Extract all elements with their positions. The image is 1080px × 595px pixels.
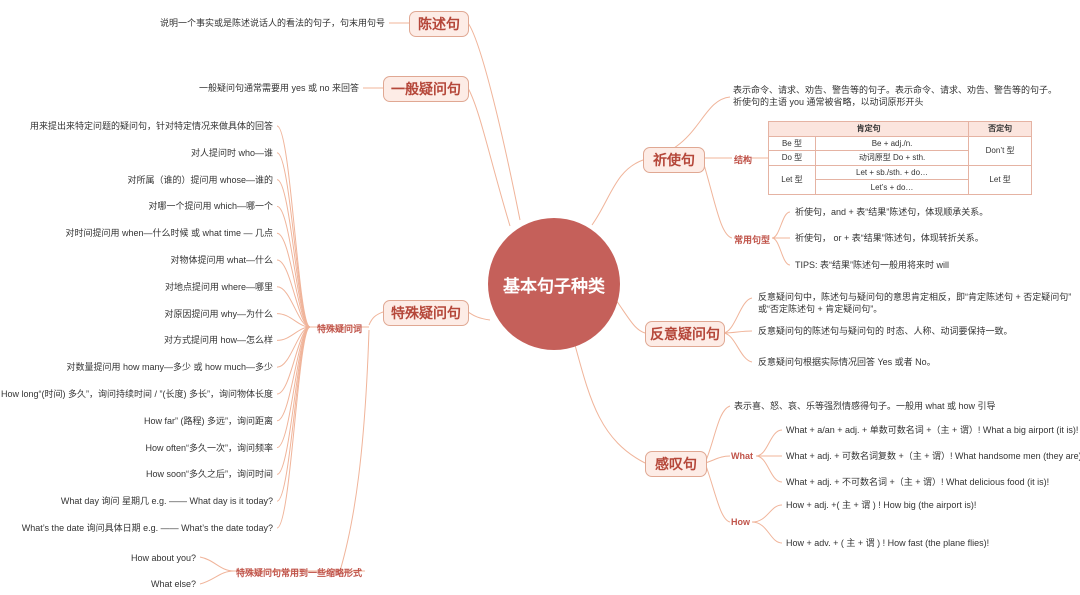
special-word-item: 对哪一个提问用 which—哪一个 xyxy=(148,201,273,212)
how-label: How xyxy=(731,517,750,527)
imperative-desc-1: 表示命令、请求、劝告、警告等的句子。表示命令、请求、劝告、警告等的句子。 xyxy=(733,85,1058,95)
special-word-item: How long“(时间) 多久”，询问持续时间 / ”(长度) 多长”，询问物… xyxy=(0,389,273,399)
special-word-item: How far” (路程) 多远”，询问距离 xyxy=(144,415,273,426)
special-word-item: What day 询问 星期几 e.g. —— What day is it t… xyxy=(60,496,273,507)
tag-question-item: 或“否定陈述句 + 肯定疑问句”。 xyxy=(758,304,883,314)
common-patterns-label: 常用句型 xyxy=(734,235,771,245)
general-question-node: 一般疑问句 xyxy=(383,76,469,102)
special-word-item: 对物体提问用 what—什么 xyxy=(170,255,273,265)
exclamation-desc: 表示喜、怒、哀、乐等强烈情感得句子。一般用 what 或 how 引导 xyxy=(734,401,996,411)
short-forms-label: 特殊疑问句常用到一些缩略形式 xyxy=(236,568,363,578)
how-pattern-item: How + adj. +( 主 + 谓 ) ! How big (the air… xyxy=(786,500,977,510)
structure-label: 结构 xyxy=(734,155,753,165)
imperative-node: 祈使句 xyxy=(643,147,705,173)
tag-question-item: 反意疑问句的陈述句与疑问句的 时态、人称、动词要保持一致。 xyxy=(758,326,1013,336)
what-pattern-item: What + adj. + 可数名词复数 +（主 + 谓）! What hand… xyxy=(786,451,1080,461)
table-cell: Let 型 xyxy=(768,164,816,196)
special-word-item: 对地点提问用 where—哪里 xyxy=(164,281,273,292)
tag-question-node: 反意疑问句 xyxy=(645,321,725,347)
special-word-item: 对数量提问用 how many—多少 或 how much—多少 xyxy=(66,362,273,373)
special-word-item: 对所属（谁的）提问用 whose—谁的 xyxy=(127,174,273,185)
special-word-item: 对原因提问用 why—为什么 xyxy=(164,308,273,319)
statement-title: 陈述句 xyxy=(418,16,460,32)
short-form-item: What else? xyxy=(150,579,196,589)
exclamation-node: 感叹句 xyxy=(645,451,707,477)
special-word-item: What’s the date 询问具体日期 e.g. —— What’s th… xyxy=(21,523,273,533)
statement-node: 陈述句 xyxy=(409,11,469,37)
tag-question-title: 反意疑问句 xyxy=(650,326,720,342)
special-word-item: How often“多久一次”，询问频率 xyxy=(145,442,273,453)
special-word-item: 用来提出来特定问题的疑问句，针对特定情况来做具体的回答 xyxy=(29,121,273,131)
table-cell: Let 型 xyxy=(968,164,1032,196)
imperative-structure-table: 肯定句 否定句 Be 型 Be + adj./n. Don’t 型 Do 型 动… xyxy=(767,121,1032,196)
table-cell: Do 型 xyxy=(768,150,816,166)
table-cell: Be + adj./n. xyxy=(814,135,970,152)
special-word-item: 对时间提问用 when—什么时候 或 what time — 几点 xyxy=(65,228,273,239)
imperative-title: 祈使句 xyxy=(653,152,695,168)
what-pattern-item: What + a/an + adj. + 单数可数名词 +（主 + 谓）! Wh… xyxy=(786,425,1079,435)
short-form-item: How about you? xyxy=(130,553,196,563)
general-question-title: 一般疑问句 xyxy=(391,81,461,97)
table-header-positive: 肯定句 xyxy=(767,121,970,137)
what-pattern-item: What + adj. + 不可数名词 +（主 + 谓）! What delic… xyxy=(786,477,1050,487)
tag-question-item: 反意疑问句中，陈述句与疑问句的意思肯定相反，即“肯定陈述句 + 否定疑问句” xyxy=(758,292,1072,302)
special-words-label: 特殊疑问词 xyxy=(317,324,363,334)
table-cell: Let’s + do… xyxy=(814,179,970,195)
what-label: What xyxy=(731,451,753,461)
special-word-item: 对人提问时 who—谁 xyxy=(190,147,273,158)
table-cell: Don’t 型 xyxy=(968,135,1032,166)
special-question-title: 特殊疑问句 xyxy=(391,305,461,321)
table-header-negative: 否定句 xyxy=(968,121,1032,137)
table-cell: Let + sb./sth. + do… xyxy=(814,164,970,181)
table-cell: 动词原型 Do + sth. xyxy=(814,150,970,166)
imperative-desc-2: 祈使句的主语 you 通常被省略，以动词原形开头 xyxy=(733,97,924,107)
how-pattern-item: How + adv. + ( 主 + 谓 ) ! How fast (the p… xyxy=(786,538,990,548)
table-cell: Be 型 xyxy=(768,135,816,152)
common-pattern-item: TIPS: 表“结果”陈述句一般用将来时 will xyxy=(795,260,949,270)
statement-desc: 说明一个事实或是陈述说话人的看法的句子，句末用句号 xyxy=(159,18,385,28)
tag-question-item: 反意疑问句根据实际情况回答 Yes 或者 No。 xyxy=(758,357,936,367)
special-word-item: 对方式提问用 how—怎么样 xyxy=(163,335,273,346)
general-question-desc: 一般疑问句通常需要用 yes 或 no 来回答 xyxy=(198,83,359,93)
common-pattern-item: 祈使句， or + 表“结果”陈述句，体现转折关系。 xyxy=(795,233,984,243)
special-question-node: 特殊疑问句 xyxy=(383,300,469,326)
common-pattern-item: 祈使句，and + 表“结果”陈述句，体现顺承关系。 xyxy=(795,207,989,217)
special-word-item: How soon“多久之后”，询问时间 xyxy=(145,469,273,480)
exclamation-title: 感叹句 xyxy=(655,456,697,472)
center-topic: 基本句子种类 xyxy=(488,218,620,350)
